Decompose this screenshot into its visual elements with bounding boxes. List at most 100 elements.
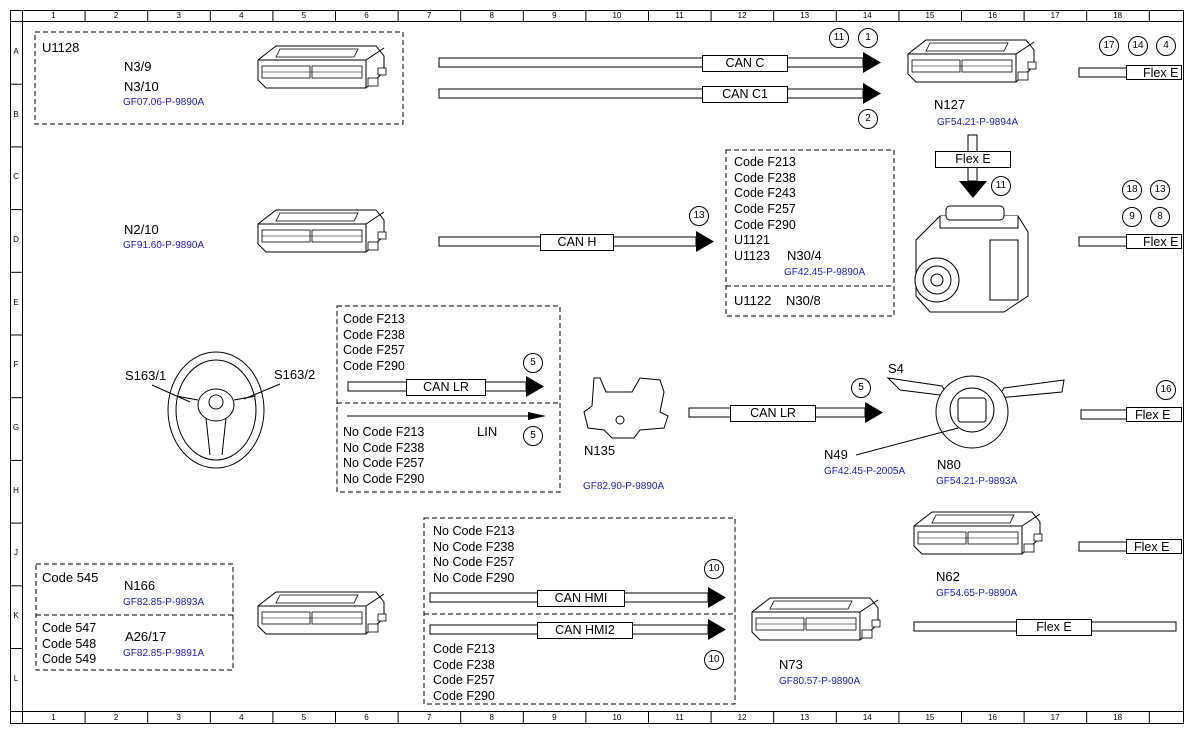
grid-column-label: 5 [301, 713, 307, 722]
code-item: Code F257 [433, 673, 495, 688]
ref-circle-11[interactable]: 11 [991, 176, 1011, 196]
grid-column-label: 14 [862, 713, 872, 722]
grid-column-label: 3 [176, 11, 181, 20]
bus-can-hmi2[interactable]: CAN HMI2 [537, 622, 633, 639]
n2-10-ref[interactable]: GF91.60-P-9890A [123, 240, 205, 251]
bus-can-h[interactable]: CAN H [540, 234, 614, 251]
grid-row-label: B [13, 109, 19, 119]
grid-row-label: D [13, 234, 19, 244]
grid-column-label: 18 [1113, 11, 1123, 20]
n127-label: N127 [934, 97, 966, 112]
ref-circle-5[interactable]: 5 [851, 378, 871, 398]
n30-code: U1121 [734, 233, 770, 248]
ref-circle-13[interactable]: 13 [689, 206, 709, 226]
ref-circle-17[interactable]: 17 [1099, 36, 1119, 56]
n135-ref[interactable]: GF82.90-P-9890A [583, 481, 665, 492]
grid-column-label: 13 [800, 713, 810, 722]
ref-circle-11[interactable]: 11 [829, 28, 849, 48]
grid-column-label: 2 [113, 11, 119, 20]
grid-row-label: C [13, 172, 19, 182]
bus-can-c[interactable]: CAN C [702, 55, 788, 72]
grid-column-label: 12 [737, 11, 747, 20]
bus-flex-e-vertical[interactable]: Flex E [935, 151, 1011, 168]
grid-column-label: 5 [301, 11, 307, 20]
n80-ref[interactable]: GF54.21-P-9893A [936, 476, 1018, 487]
grid-row-label: E [13, 297, 19, 307]
a26-codes: Code 547 Code 548 Code 549 [42, 621, 96, 668]
code-item: No Code F290 [343, 472, 425, 487]
a26-ref[interactable]: GF82.85-P-9891A [123, 648, 205, 659]
s4-drawing [886, 375, 1065, 449]
grid-column-label: 13 [800, 11, 810, 20]
code-item: Code F213 [433, 642, 495, 656]
grid-column-label: 6 [364, 11, 369, 20]
code-item: Code F290 [343, 359, 405, 374]
n62-label: N62 [936, 569, 960, 584]
n49-label: N49 [824, 447, 848, 462]
n49-ref[interactable]: GF42.45-P-2005A [824, 466, 906, 477]
bus-can-c1[interactable]: CAN C1 [702, 86, 788, 103]
n30-code: Code F257 [734, 202, 796, 217]
n3-10-label: N3/10 [124, 79, 159, 94]
grid-column-label: 17 [1050, 11, 1060, 20]
grid-column-label: 11 [675, 11, 684, 20]
code-item: Code F257 [343, 343, 405, 358]
code-item: Code 548 [42, 636, 97, 651]
n30-8-label: N30/8 [786, 293, 821, 308]
arrow-can-c1 [863, 83, 881, 104]
ref-circle-16[interactable]: 16 [1156, 380, 1176, 400]
ref-circle-8[interactable]: 8 [1150, 207, 1170, 227]
n62-ref[interactable]: GF54.65-P-9890A [936, 588, 1018, 599]
lin-label: LIN [477, 424, 498, 439]
grid-column-label: 18 [1113, 713, 1123, 722]
s4-label: S4 [888, 361, 904, 376]
a26-17-label: A26/17 [125, 629, 167, 644]
ref-circle-1[interactable]: 1 [858, 28, 878, 48]
grid-column-label: 4 [239, 713, 244, 722]
bus-can-lr[interactable]: CAN LR [406, 379, 486, 396]
grid-column-label: 10 [612, 11, 622, 20]
arrow-can-lr2 [865, 402, 883, 423]
ref-circle-5[interactable]: 5 [523, 426, 543, 446]
u1128-ref[interactable]: GF07.06-P-9890A [123, 97, 205, 108]
ref-circle-13[interactable]: 13 [1150, 180, 1170, 200]
ref-circle-14[interactable]: 14 [1128, 36, 1148, 56]
n30-code: Code F238 [734, 170, 796, 185]
grid-column-label: 12 [737, 713, 747, 722]
hmi-codes-bottom: Code F213 Code F238 Code F257 Code F290 [433, 642, 495, 705]
steering-wheel-drawing [151, 351, 281, 469]
grid-row-label: L [13, 673, 19, 683]
n73-ref[interactable]: GF80.57-P-9890A [779, 676, 861, 687]
n127-ref[interactable]: GF54.21-P-9894A [937, 117, 1019, 128]
grid-row-label: A [13, 46, 19, 56]
bus-flex-e-g[interactable]: Flex E [1126, 407, 1182, 422]
bus-flex-e-k[interactable]: Flex E [1016, 619, 1092, 636]
arrow-can-lr [526, 376, 544, 397]
code-item: Code F238 [343, 327, 405, 342]
grid-column-label: 11 [675, 713, 684, 722]
grid-column-label: 10 [612, 713, 622, 722]
grid-row-label: F [13, 360, 19, 370]
bus-flex-e-j[interactable]: Flex E [1126, 539, 1182, 554]
grid-column-label: 1 [51, 713, 56, 722]
ref-circle-10[interactable]: 10 [704, 650, 724, 670]
code-item: No Code F213 [433, 524, 515, 538]
grid-column-label: 14 [862, 11, 872, 20]
ref-circle-18[interactable]: 18 [1122, 180, 1142, 200]
bus-flex-e-a[interactable]: Flex E [1126, 65, 1182, 80]
ref-circle-4[interactable]: 4 [1156, 36, 1176, 56]
grid-column-label: 15 [925, 11, 935, 20]
n166-ref[interactable]: GF82.85-P-9893A [123, 597, 205, 608]
bus-can-lr-2[interactable]: CAN LR [730, 405, 816, 422]
arrow-can-c [863, 52, 881, 73]
bus-flex-e-d[interactable]: Flex E [1126, 234, 1182, 249]
grid-column-label: 17 [1050, 713, 1060, 722]
ref-circle-9[interactable]: 9 [1122, 207, 1142, 227]
n30-ref[interactable]: GF42.45-P-9890A [784, 267, 866, 278]
grid-column-label: 3 [176, 713, 181, 722]
ref-circle-10[interactable]: 10 [704, 559, 724, 579]
bus-can-hmi[interactable]: CAN HMI [537, 590, 625, 607]
arrow-can-h [696, 231, 714, 252]
ref-circle-5[interactable]: 5 [523, 353, 543, 373]
ref-circle-2[interactable]: 2 [858, 109, 878, 129]
